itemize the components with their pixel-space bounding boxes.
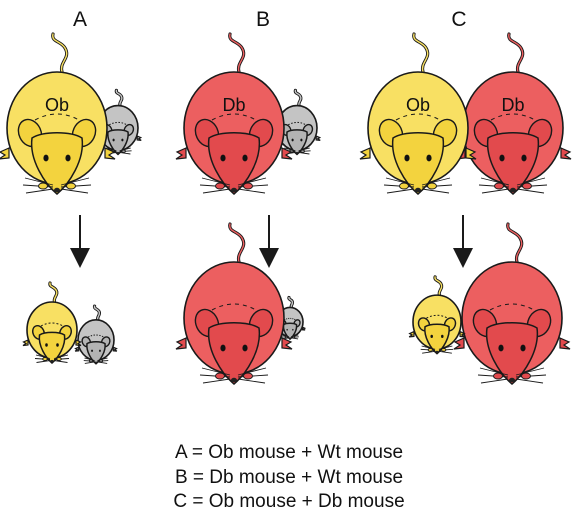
- ob-mouse-c-top: Ob: [359, 32, 477, 195]
- ob-mouse-a-bottom: [22, 281, 82, 364]
- legend-line-c: C = Ob mouse + Db mouse: [173, 491, 405, 512]
- wt-mouse-a-bottom: [74, 304, 118, 365]
- db-mouse-b-bottom: [175, 222, 293, 385]
- legend-line-a: A = Ob mouse + Wt mouse: [174, 442, 404, 463]
- ob-mouse-c-top-label: Ob: [406, 95, 430, 115]
- column-label-a: A: [72, 8, 87, 31]
- db-mouse-c-top: Db: [454, 32, 572, 195]
- ob-mouse-a-top-label: Ob: [45, 95, 69, 115]
- db-mouse-c-top-label: Db: [501, 95, 524, 115]
- db-mouse-b-top-label: Db: [222, 95, 245, 115]
- column-label-b: B: [255, 8, 270, 31]
- db-mouse-b-top: Db: [175, 32, 293, 195]
- db-mouse-c-bottom: [453, 222, 571, 385]
- legend-line-b: B = Db mouse + Wt mouse: [174, 466, 404, 488]
- legend: A = Ob mouse + Wt mouse B = Db mouse + W…: [0, 441, 578, 515]
- ob-mouse-c-bottom: [408, 275, 466, 355]
- ob-mouse-a-top: Ob: [0, 32, 116, 195]
- wt-mouse-b-top: [272, 88, 322, 156]
- mouse-diagram: Ob Db Db Ob: [0, 32, 572, 385]
- column-label-c: C: [451, 8, 467, 31]
